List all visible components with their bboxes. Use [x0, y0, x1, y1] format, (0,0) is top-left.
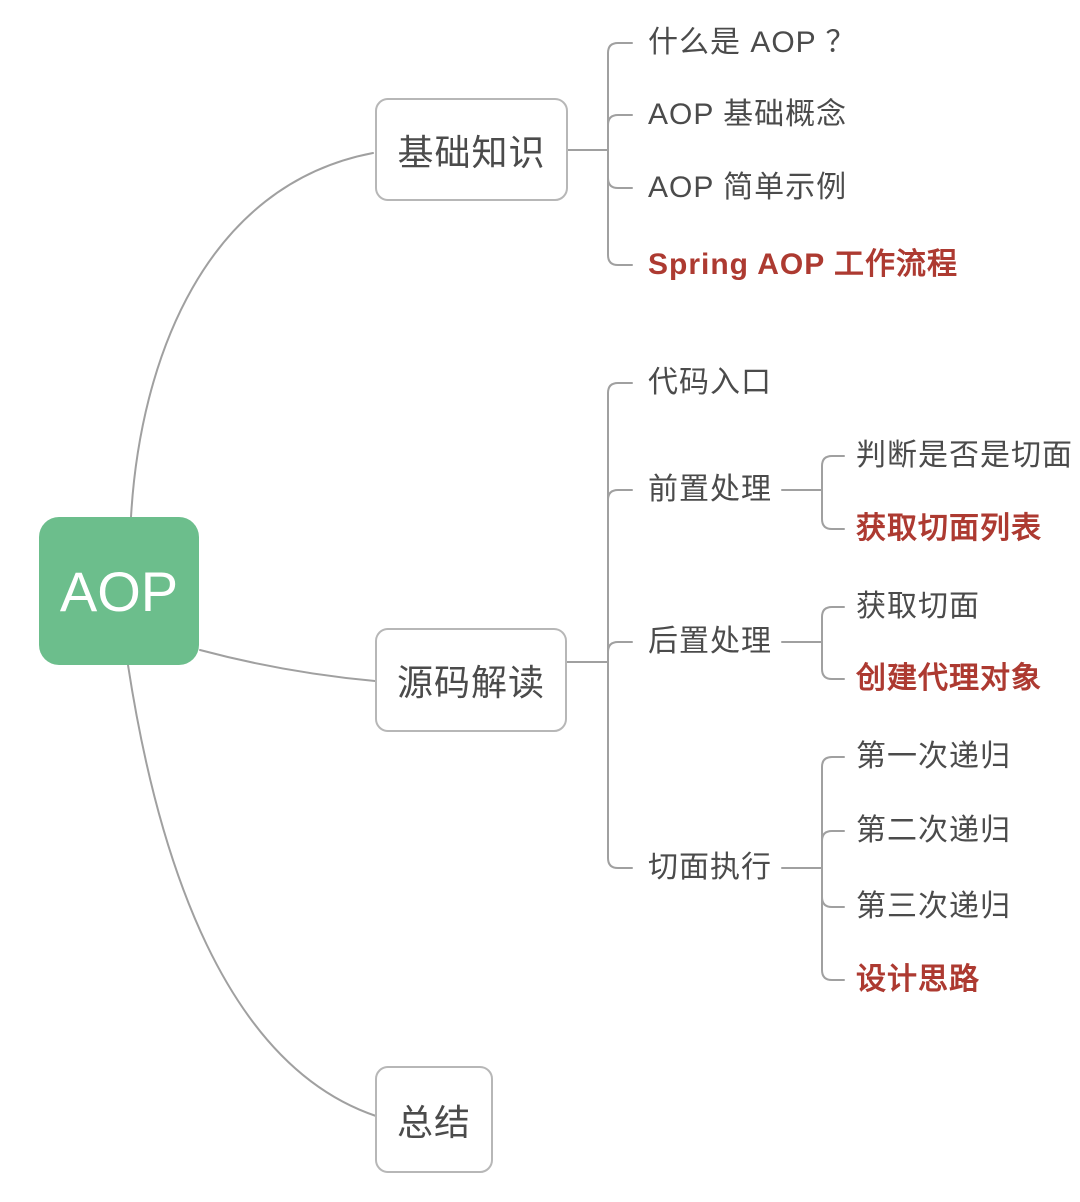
leaf-aop-simple-example[interactable]: AOP 简单示例	[648, 171, 848, 204]
bracket-source-mid2	[607, 641, 633, 653]
leaf-get-aspect[interactable]: 获取切面	[856, 590, 980, 623]
branch-node-basics-label: 基础知识	[397, 131, 546, 173]
leaf-second-recursion[interactable]: 第二次递归	[856, 814, 1011, 847]
bracket-exec-mid2	[821, 896, 845, 908]
bracket-exec-spine	[821, 756, 845, 981]
leaf-design-thinking[interactable]: 设计思路	[856, 963, 980, 996]
leaf-code-entry[interactable]: 代码入口	[648, 366, 772, 399]
leaf-what-is-aop[interactable]: 什么是 AOP ？	[648, 26, 857, 59]
root-node-label: AOP	[59, 559, 179, 623]
branch-node-source-reading-label: 源码解读	[396, 662, 545, 703]
branch-node-source-reading[interactable]: 源码解读	[375, 628, 567, 732]
branch-node-basics[interactable]: 基础知识	[375, 98, 568, 201]
edge-root-source	[199, 649, 376, 682]
bracket-exec-mid1	[821, 830, 845, 842]
root-node-aop[interactable]: AOP	[39, 517, 199, 665]
leaf-first-recursion[interactable]: 第一次递归	[856, 740, 1011, 773]
bracket-pre-spine	[821, 455, 845, 530]
node-aspect-execution[interactable]: 切面执行	[648, 851, 772, 884]
leaf-third-recursion[interactable]: 第三次递归	[856, 890, 1011, 923]
bracket-basics-mid2	[607, 177, 633, 189]
bracket-basics-spine	[607, 42, 633, 266]
leaf-spring-aop-workflow[interactable]: Spring AOP 工作流程	[648, 248, 959, 281]
node-pre-processing[interactable]: 前置处理	[648, 473, 772, 506]
leaf-create-proxy-object[interactable]: 创建代理对象	[856, 662, 1042, 695]
branch-node-summary[interactable]: 总结	[375, 1066, 493, 1173]
leaf-aop-basic-concepts[interactable]: AOP 基础概念	[648, 98, 848, 131]
branch-node-summary-label: 总结	[396, 1101, 471, 1143]
bracket-source-mid1	[607, 489, 633, 501]
leaf-get-aspect-list[interactable]: 获取切面列表	[856, 512, 1042, 545]
bracket-post-spine	[821, 606, 845, 680]
bracket-basics-mid1	[607, 114, 633, 126]
bracket-source-spine	[607, 382, 633, 869]
node-post-processing[interactable]: 后置处理	[648, 625, 772, 658]
leaf-judge-is-aspect[interactable]: 判断是否是切面	[856, 439, 1073, 472]
edge-root-summary	[127, 664, 377, 1117]
edge-root-basics	[130, 152, 374, 518]
